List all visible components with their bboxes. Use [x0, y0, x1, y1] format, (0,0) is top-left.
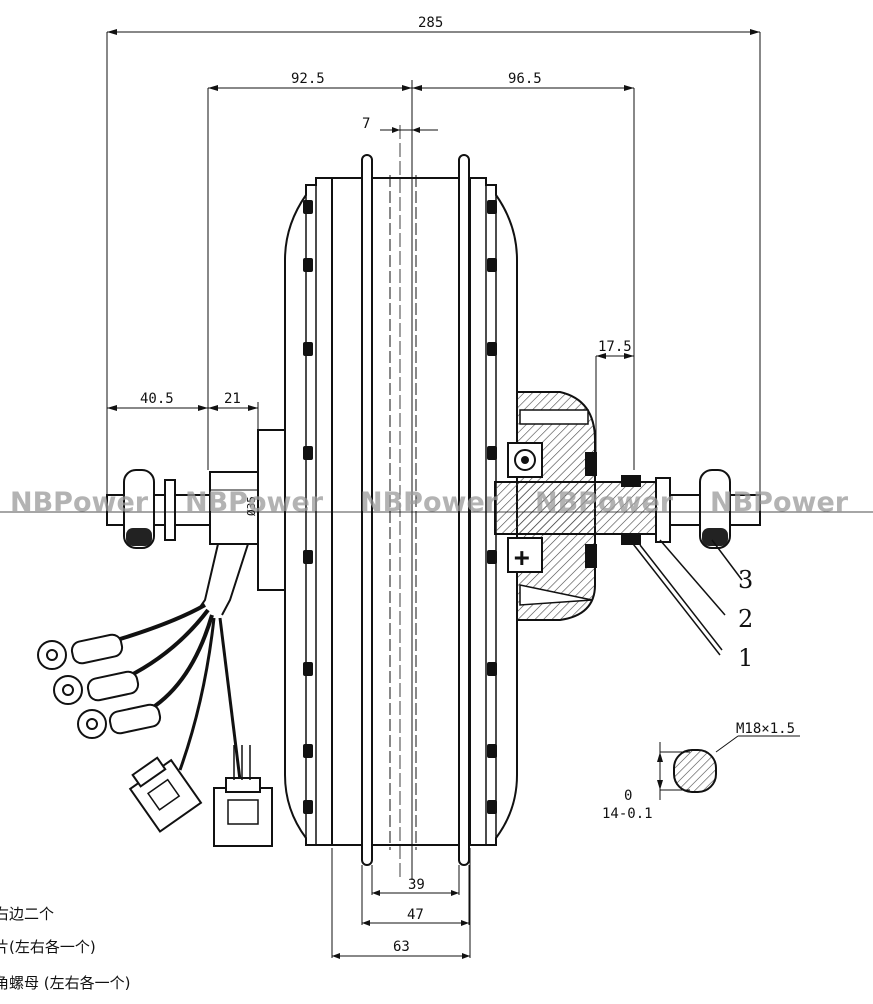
dim-right-shaft: 17.5 — [595, 339, 634, 470]
ring-terminals — [37, 633, 162, 739]
dim-overall-label: 285 — [418, 15, 443, 31]
shaft-cross-section: M18×1.5 0 14-0.1 — [602, 721, 800, 822]
cable-dia-label: Ø35 — [245, 496, 258, 516]
ring-terminal — [37, 633, 124, 670]
plug-connector — [128, 756, 203, 833]
dim-bottom: 39 47 63 — [331, 848, 471, 959]
dim-inner-39: 39 — [408, 877, 425, 893]
ring-terminal — [53, 670, 140, 705]
dim-left-shaft: 40.5 21 — [107, 391, 259, 430]
dim-offset-label: 7 — [362, 116, 370, 132]
svg-text:+: + — [514, 543, 530, 573]
ring-terminal — [77, 703, 162, 739]
note-line: 右边二个 — [0, 905, 54, 923]
dim-inner-63: 63 — [393, 939, 410, 955]
plug-connector — [213, 745, 273, 847]
note-line: 片(左右各一个) — [0, 938, 96, 956]
watermark: NBPower — [360, 487, 499, 518]
dim-left-half-label: 92.5 — [291, 71, 325, 87]
watermark: NBPower — [10, 487, 149, 518]
hub-shell — [284, 154, 518, 866]
dim-overall: 285 — [106, 15, 761, 505]
callout-3: 3 — [738, 566, 753, 594]
left-axle: Ø35 — [106, 429, 285, 591]
dim-left-step-label: 21 — [224, 391, 241, 407]
dim-right-shaft-label: 17.5 — [598, 339, 632, 355]
flat-top-label: 0 — [624, 788, 632, 804]
flat-bottom-label: 14-0.1 — [602, 806, 653, 822]
thread-label: M18×1.5 — [736, 721, 795, 737]
right-axle: + — [494, 391, 761, 621]
callouts: 3 2 1 — [629, 539, 753, 672]
notes: 右边二个 片(左右各一个) 角螺母 (左右各一个) — [0, 905, 130, 992]
watermark: NBPower — [710, 487, 849, 518]
callout-2: 2 — [738, 605, 753, 633]
watermark: NBPower — [185, 487, 324, 518]
dim-halves: 92.5 96.5 — [207, 71, 635, 880]
dim-inner-47: 47 — [407, 907, 424, 923]
plug-connectors — [128, 745, 273, 847]
watermark: NBPower — [535, 487, 674, 518]
callout-1: 1 — [738, 644, 753, 672]
note-line: 角螺母 (左右各一个) — [0, 974, 130, 992]
cable-bundle — [99, 543, 249, 781]
dim-left-shaft-label: 40.5 — [140, 391, 174, 407]
dim-offset: 7 — [362, 116, 438, 880]
dim-right-half-label: 96.5 — [508, 71, 542, 87]
watermarks: NBPower NBPower NBPower NBPower NBPower — [10, 487, 849, 518]
